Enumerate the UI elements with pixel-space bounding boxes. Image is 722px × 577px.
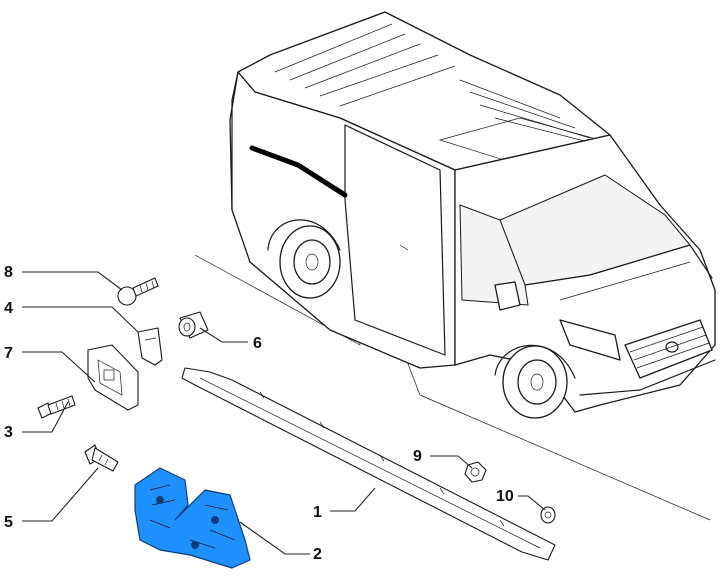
leader-9 [430,455,473,469]
sliding-door [344,124,446,356]
hinge-bracket [134,467,251,569]
bushing-6 [178,311,209,339]
leader-8 [22,271,123,291]
rear-wheel [279,225,341,299]
leader-10 [518,495,546,511]
callout-10: 10 [496,488,514,505]
leader-1 [330,487,376,512]
callout-1: 1 [313,504,322,521]
leader-2 [239,521,310,555]
callout-5: 5 [4,514,13,531]
leader-5 [22,467,99,522]
callout-2: 2 [313,546,322,563]
washer-10 [540,506,556,524]
leader-6 [199,327,248,343]
front-wheel [502,345,568,419]
van-illustration [229,11,716,419]
van-side [229,71,456,369]
side-seal-highlight [249,145,348,198]
callout-8: 8 [4,264,13,281]
bolt-3 [37,395,76,419]
retainer-7 [87,344,139,411]
callout-3: 3 [4,424,13,441]
side-window [459,204,529,306]
leader-3 [22,401,69,433]
sill-trim-strip [181,367,556,561]
headlight [559,319,621,361]
grille [624,319,713,379]
leader-lines [22,271,546,555]
callout-9: 9 [413,448,422,465]
callout-7: 7 [4,345,13,362]
leader-7 [22,351,96,383]
callout-4: 4 [4,300,13,317]
callout-6: 6 [253,335,262,352]
callout-labels: 1 2 3 4 5 6 7 8 9 10 [4,264,514,563]
screw-8 [117,277,159,306]
bolt-5 [84,444,119,472]
leader-4 [22,306,139,333]
clip-4 [137,327,163,366]
